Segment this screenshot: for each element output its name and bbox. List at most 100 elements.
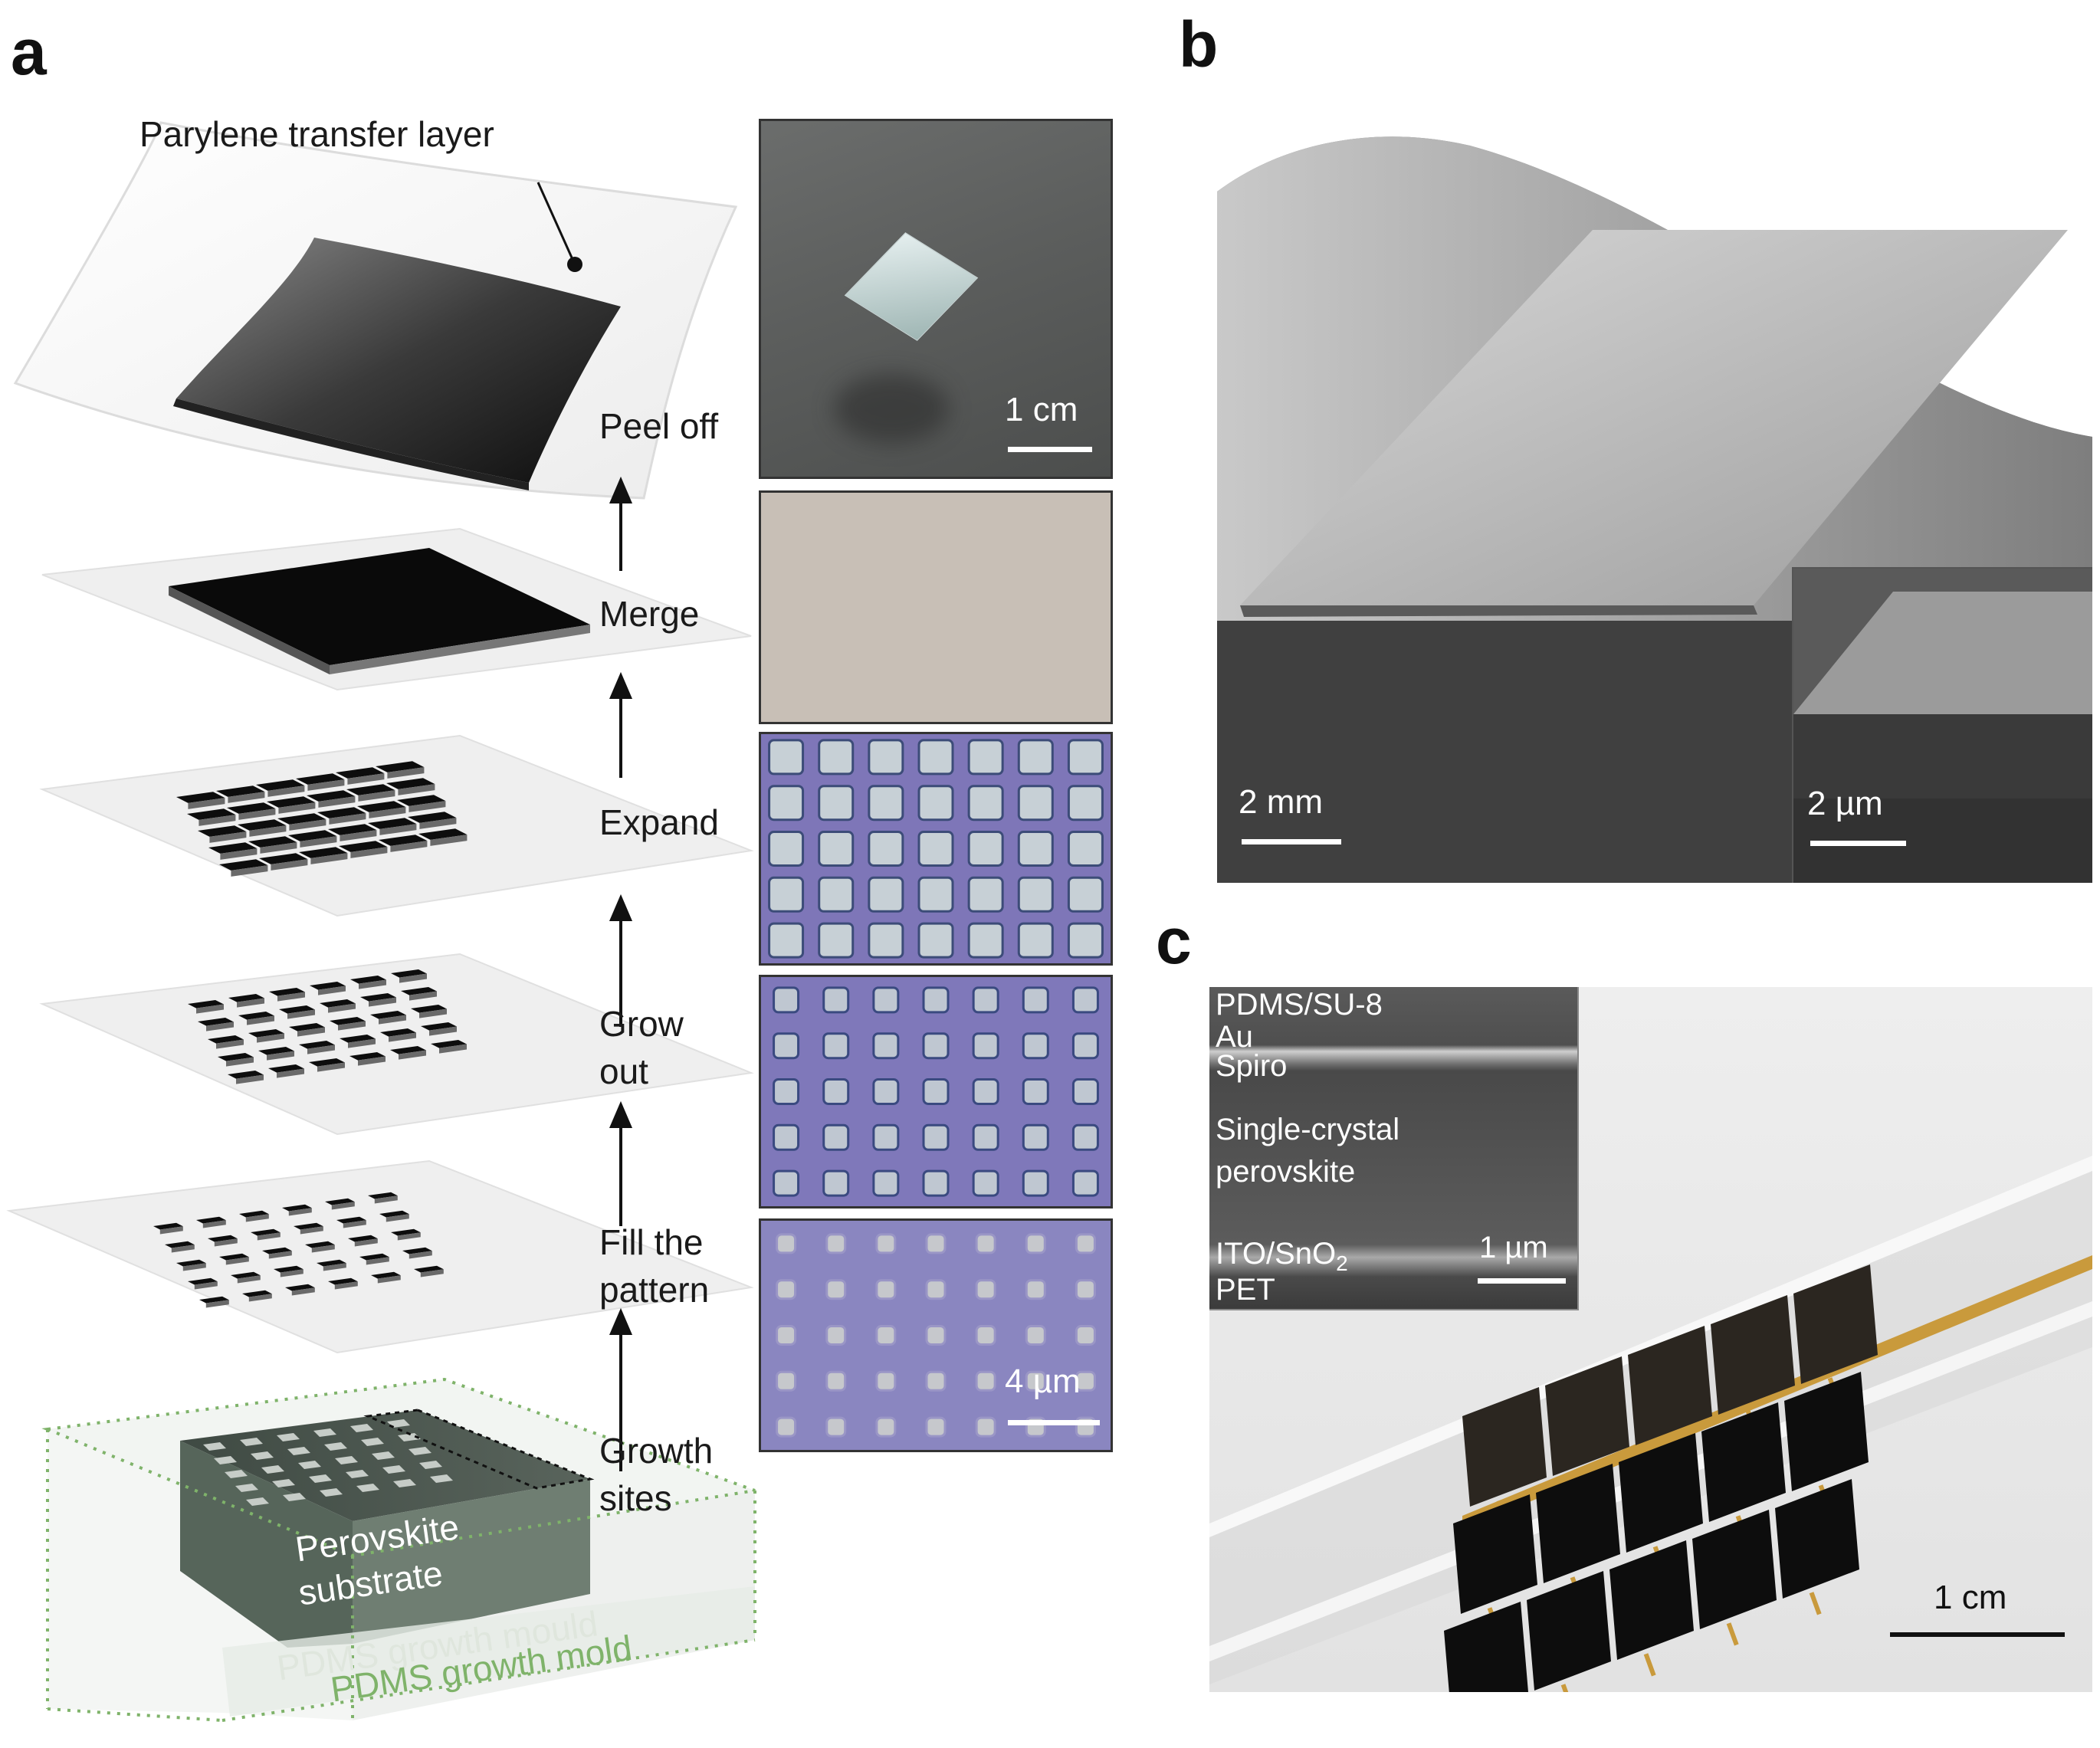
micro-pad bbox=[1068, 923, 1102, 957]
micro-pad bbox=[1068, 740, 1102, 774]
micro-pad bbox=[819, 877, 853, 911]
micro-pad bbox=[869, 832, 903, 866]
photo-grow-out bbox=[759, 975, 1113, 1209]
micro-pad bbox=[1023, 1034, 1048, 1058]
micro-pad bbox=[1023, 1080, 1048, 1104]
layer-perovskite-2: perovskite bbox=[1216, 1154, 1355, 1189]
micro-pad bbox=[1023, 988, 1048, 1012]
micro-pad bbox=[827, 1418, 845, 1436]
micro-pad bbox=[827, 1281, 845, 1299]
micro-pad bbox=[1076, 1235, 1094, 1253]
micro-pad bbox=[777, 1372, 796, 1390]
micro-pad bbox=[777, 1235, 796, 1253]
panel-label-b: b bbox=[1179, 8, 1218, 82]
micro-pad bbox=[919, 877, 953, 911]
micro-pad bbox=[869, 877, 903, 911]
micro-pad bbox=[777, 1327, 796, 1345]
micro-pad bbox=[919, 923, 953, 957]
micro-pad bbox=[924, 1171, 948, 1195]
micro-pad bbox=[924, 1080, 948, 1104]
micro-pad bbox=[973, 1034, 998, 1058]
scale-label-1cm-c: 1 cm bbox=[1934, 1579, 2006, 1617]
device-pixel bbox=[1527, 1571, 1611, 1691]
micro-pad bbox=[769, 740, 803, 774]
micro-pad bbox=[869, 786, 903, 820]
device-pixel-array bbox=[1444, 1264, 1878, 1692]
scale-bar-2mm bbox=[1242, 839, 1341, 844]
micro-pad bbox=[969, 786, 1002, 820]
scale-bar-2um bbox=[1810, 841, 1906, 846]
micro-pad bbox=[827, 1327, 845, 1345]
micro-pad bbox=[824, 1080, 848, 1104]
micro-pad bbox=[877, 1418, 895, 1436]
sem-inset-edge: 2 µm bbox=[1792, 567, 2092, 883]
micro-pad bbox=[1076, 1327, 1094, 1345]
micro-pad bbox=[877, 1372, 895, 1390]
micro-pad bbox=[1073, 1080, 1098, 1104]
micro-pad bbox=[973, 1171, 998, 1195]
photo-fill: 4 µm bbox=[759, 1218, 1113, 1452]
micro-pad bbox=[774, 1034, 799, 1058]
device-pixel bbox=[1444, 1602, 1528, 1692]
micro-pad bbox=[774, 1080, 799, 1104]
micro-pad bbox=[919, 832, 953, 866]
step-growth-sites-1: Growth bbox=[599, 1427, 713, 1474]
step-grow-out-1: Grow bbox=[599, 1000, 684, 1048]
micro-pad bbox=[827, 1372, 845, 1390]
micro-pad bbox=[927, 1327, 945, 1345]
micro-pad bbox=[874, 1171, 898, 1195]
micro-pad bbox=[819, 786, 853, 820]
micro-pad bbox=[777, 1418, 796, 1436]
micro-pad bbox=[976, 1418, 995, 1436]
micro-pad bbox=[877, 1281, 895, 1299]
step-expand: Expand bbox=[599, 799, 719, 846]
step-fill-1: Fill the bbox=[599, 1218, 703, 1266]
gold-lead bbox=[1644, 1653, 1656, 1676]
micro-pad bbox=[927, 1372, 945, 1390]
layer-spiro: Spiro bbox=[1216, 1048, 1287, 1084]
micro-pad bbox=[924, 1125, 948, 1149]
micro-pad bbox=[973, 1080, 998, 1104]
micro-pad bbox=[777, 1281, 796, 1299]
scale-label-1um: 1 µm bbox=[1479, 1231, 1548, 1265]
photo-peeled-film: 1 cm bbox=[759, 119, 1113, 479]
micro-pad bbox=[976, 1281, 995, 1299]
step-peel-off: Peel off bbox=[599, 402, 718, 450]
micro-pad bbox=[869, 923, 903, 957]
micro-pad bbox=[969, 877, 1002, 911]
micro-pad bbox=[969, 923, 1002, 957]
step-fill-2: pattern bbox=[599, 1266, 709, 1313]
micro-pad bbox=[919, 740, 953, 774]
micro-pad bbox=[877, 1235, 895, 1253]
micro-pad bbox=[927, 1418, 945, 1436]
device-pixel bbox=[1775, 1479, 1859, 1599]
micro-pad bbox=[1019, 740, 1052, 774]
micro-pad bbox=[973, 988, 998, 1012]
micro-pad bbox=[1073, 1171, 1098, 1195]
micro-pad bbox=[1073, 988, 1098, 1012]
scale-label-2um: 2 µm bbox=[1807, 785, 1883, 823]
micro-pad bbox=[827, 1235, 845, 1253]
micro-pad bbox=[824, 1125, 848, 1149]
micro-pad bbox=[874, 1034, 898, 1058]
micro-pad bbox=[1076, 1281, 1094, 1299]
micro-pad bbox=[769, 877, 803, 911]
micro-pad bbox=[774, 988, 799, 1012]
layer-pdms: PDMS/SU-8 bbox=[1216, 987, 1383, 1022]
scale-bar-1cm-a bbox=[1008, 447, 1092, 452]
scale-label-2mm: 2 mm bbox=[1239, 783, 1323, 822]
leader-dot bbox=[567, 257, 582, 272]
micro-pad bbox=[1023, 1125, 1048, 1149]
micro-pad bbox=[1068, 786, 1102, 820]
micro-pad bbox=[927, 1235, 945, 1253]
micro-pad bbox=[969, 832, 1002, 866]
micro-pad bbox=[976, 1372, 995, 1390]
micro-pad bbox=[976, 1327, 995, 1345]
micro-pad bbox=[1068, 877, 1102, 911]
sem-inset-cross-section: PDMS/SU-8 Au Spiro Single-crystal perovs… bbox=[1209, 987, 1579, 1310]
micro-pad bbox=[1068, 832, 1102, 866]
micro-pad bbox=[824, 1171, 848, 1195]
micro-pad bbox=[824, 988, 848, 1012]
scale-bar-4um bbox=[1008, 1420, 1100, 1425]
panel-label-c: c bbox=[1156, 904, 1192, 979]
